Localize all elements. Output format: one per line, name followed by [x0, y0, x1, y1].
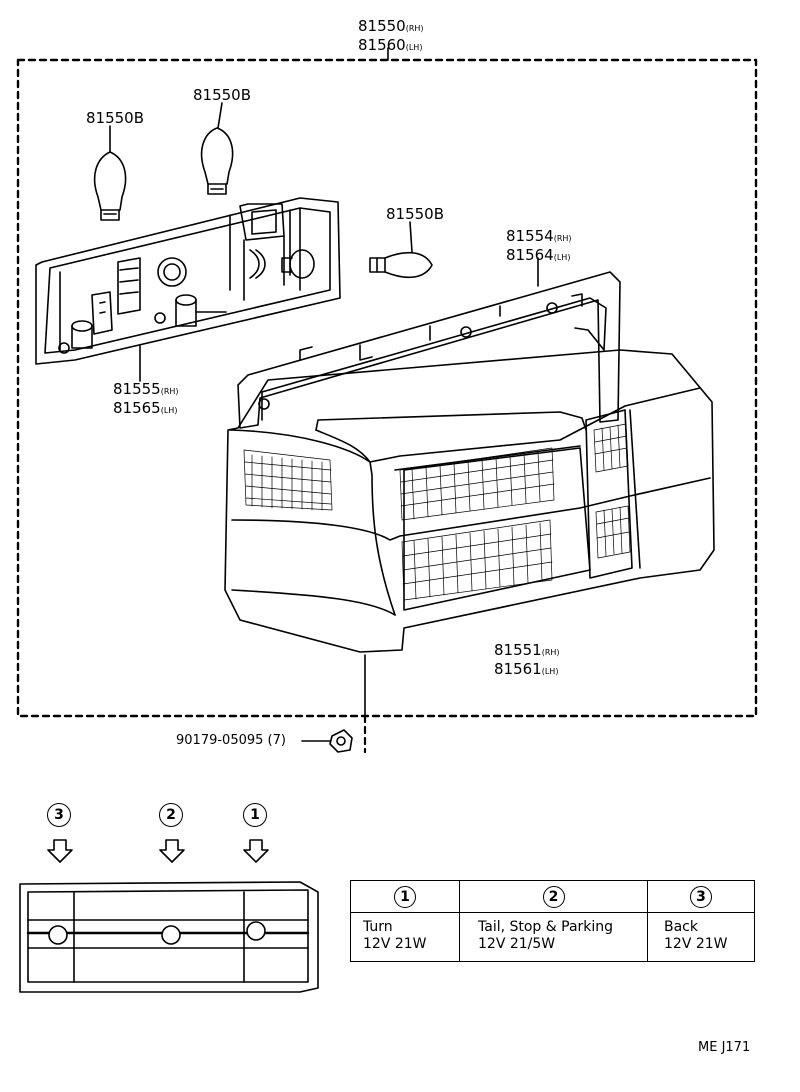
arrow-1-icon: [243, 839, 269, 863]
legend-function-2: Tail, Stop & Parking: [478, 919, 614, 935]
legend-body-2: Tail, Stop & Parking 12V 21/5W: [459, 912, 648, 962]
legend-spec-1: 12V 21W: [363, 936, 427, 952]
nut-quantity: (7): [267, 733, 286, 748]
nut-part-number: 90179-05095: [176, 733, 264, 748]
legend-num-1: 1: [394, 885, 416, 908]
assembly-rh-suffix: (RH): [405, 24, 424, 33]
legend-body-1: Turn 12V 21W: [350, 912, 460, 962]
figure-code: ME J171: [698, 1040, 751, 1055]
legend-spec-2: 12V 21/5W: [478, 936, 556, 952]
assembly-lh-suffix: (LH): [405, 43, 423, 52]
lens-housing: [224, 349, 715, 717]
arrow-2-icon: [159, 839, 185, 863]
gasket-lh-suffix: (LH): [553, 253, 571, 262]
bulb-position-2-marker: [161, 925, 181, 945]
legend-function-3: Back: [664, 919, 698, 935]
bulb-label-middle: 81550B: [193, 86, 252, 104]
legend-num-2: 2: [542, 885, 565, 908]
bulb-position-1-marker: [246, 921, 266, 941]
assembly-lh-number: 81560: [358, 36, 406, 54]
legend-body-3: Back 12V 21W: [647, 912, 755, 962]
lens-rh-number: 81551: [494, 641, 542, 659]
legend-function-1: Turn: [363, 919, 393, 935]
socket-plate-rh-number: 81555: [113, 380, 161, 398]
assembly-rh-number: 81550: [358, 17, 406, 35]
lens-rh-suffix: (RH): [541, 648, 560, 657]
gasket-lh-number: 81564: [506, 246, 554, 264]
socket-plate: [35, 197, 341, 382]
socket-plate-rh-suffix: (RH): [160, 387, 179, 396]
position-1-marker: 1: [243, 803, 267, 827]
gasket-rh-number: 81554: [506, 227, 554, 245]
position-3-marker: 3: [47, 803, 71, 827]
gasket: [237, 257, 621, 429]
bulb-icon: [369, 221, 433, 279]
assembly-part-label: 81550(RH) 81560(LH): [358, 18, 424, 56]
socket-plate-lh-number: 81565: [113, 399, 161, 417]
bulb-legend-table: 1 2 3 Turn 12V 21W Tail, Stop & Parking …: [350, 880, 755, 962]
legend-spec-3: 12V 21W: [664, 936, 728, 952]
bulb-position-3-marker: [48, 925, 68, 945]
gasket-rh-suffix: (RH): [553, 234, 572, 243]
bulb-icon: [93, 125, 127, 221]
bulb-icon: [200, 102, 234, 195]
arrow-3-icon: [47, 839, 73, 863]
lens-label: 81551(RH) 81561(LH): [494, 642, 560, 680]
nut-icon: [301, 714, 367, 754]
bulb-label-left: 81550B: [86, 109, 145, 127]
nut-label: 90179-05095 (7): [176, 733, 286, 749]
legend-num-3: 3: [690, 885, 712, 908]
legend-head-2: 2: [459, 880, 648, 913]
lens-lh-number: 81561: [494, 660, 542, 678]
bulb-label-right: 81550B: [386, 205, 445, 223]
lens-lh-suffix: (LH): [541, 667, 559, 676]
gasket-label: 81554(RH) 81564(LH): [506, 228, 572, 266]
legend-head-3: 3: [647, 880, 755, 913]
lens-texture: [243, 423, 631, 601]
legend-head-1: 1: [350, 880, 460, 913]
socket-plate-lh-suffix: (LH): [160, 406, 178, 415]
position-2-marker: 2: [159, 803, 183, 827]
socket-plate-label: 81555(RH) 81565(LH): [113, 381, 179, 419]
lamp-front-view: [19, 881, 319, 993]
